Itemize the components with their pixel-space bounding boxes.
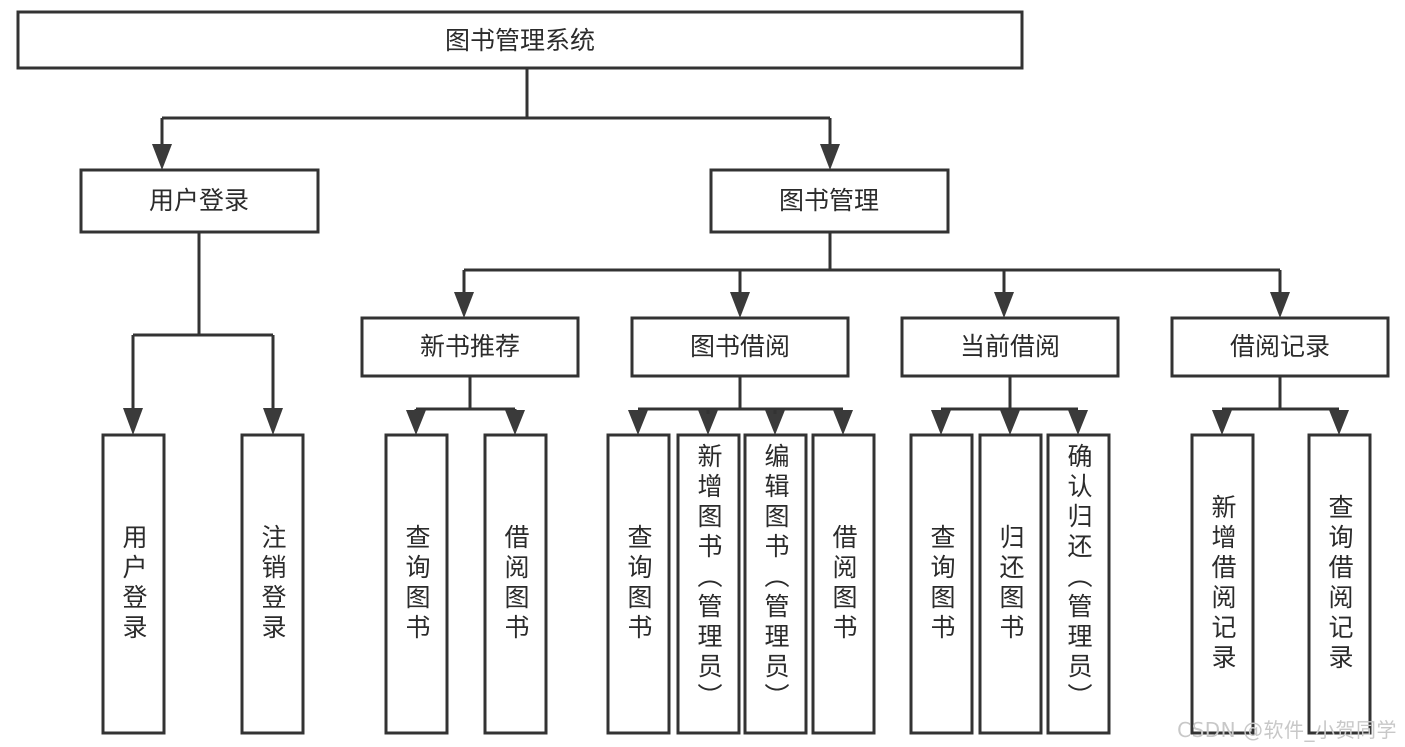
leaf-box-query-book-1[interactable] bbox=[384, 433, 449, 735]
arrow-user-login-leaf2 bbox=[263, 408, 283, 435]
leaf-boxes bbox=[101, 433, 1372, 735]
node-user-login-box[interactable] bbox=[79, 168, 320, 234]
node-borrow-record-label: 借阅记录 bbox=[1230, 332, 1330, 361]
node-borrow-record[interactable]: 借阅记录 bbox=[1170, 316, 1390, 378]
node-user-login[interactable]: 用户登录 bbox=[79, 168, 320, 234]
connectors bbox=[123, 68, 1349, 435]
node-current-borrow-label: 当前借阅 bbox=[960, 332, 1060, 361]
node-user-login-label: 用户登录 bbox=[149, 186, 249, 215]
arrow-current-borrow-leaf1 bbox=[931, 410, 951, 435]
arrow-to-borrow-record bbox=[1270, 292, 1290, 318]
node-root-box[interactable] bbox=[16, 10, 1024, 70]
arrow-new-book-leaf1 bbox=[406, 410, 426, 435]
leaf-box-logout[interactable] bbox=[240, 433, 305, 735]
leaf-box-borrow-book-1[interactable] bbox=[483, 433, 548, 735]
arrow-book-borrow-leaf4 bbox=[833, 410, 853, 435]
node-root[interactable]: 图书管理系统 bbox=[16, 10, 1024, 70]
arrow-new-book-leaf2 bbox=[505, 410, 525, 435]
node-book-borrow[interactable]: 图书借阅 bbox=[630, 316, 850, 378]
arrow-borrow-record-leaf1 bbox=[1212, 410, 1232, 435]
arrow-current-borrow-leaf3 bbox=[1068, 410, 1088, 435]
arrow-to-book-borrow bbox=[730, 292, 750, 318]
arrow-to-new-book bbox=[454, 292, 474, 318]
arrow-book-borrow-leaf1 bbox=[628, 410, 648, 435]
arrow-to-user-login bbox=[152, 144, 172, 170]
leaf-box-query-borrow-record[interactable] bbox=[1307, 433, 1372, 735]
leaf-box-confirm-return-admin[interactable] bbox=[1046, 433, 1111, 735]
node-book-manage-label: 图书管理 bbox=[779, 186, 879, 215]
node-book-manage[interactable]: 图书管理 bbox=[709, 168, 950, 234]
leaf-box-borrow-book-2[interactable] bbox=[811, 433, 876, 735]
arrow-user-login-leaf1 bbox=[123, 408, 143, 435]
arrow-borrow-record-leaf2 bbox=[1329, 410, 1349, 435]
leaf-box-add-borrow-record[interactable] bbox=[1190, 433, 1255, 735]
leaf-box-user-login[interactable] bbox=[101, 433, 166, 735]
arrow-book-borrow-leaf2 bbox=[698, 410, 718, 435]
leaf-box-return-book[interactable] bbox=[978, 433, 1043, 735]
node-book-borrow-label: 图书借阅 bbox=[690, 332, 790, 361]
arrow-to-book-manage bbox=[820, 144, 840, 170]
node-book-borrow-box[interactable] bbox=[630, 316, 850, 378]
watermark-text: CSDN @软件_小贺同学 bbox=[1177, 718, 1397, 742]
node-current-borrow[interactable]: 当前借阅 bbox=[900, 316, 1120, 378]
node-book-manage-box[interactable] bbox=[709, 168, 950, 234]
node-root-label: 图书管理系统 bbox=[445, 26, 595, 55]
leaf-box-edit-book-admin[interactable] bbox=[743, 433, 808, 735]
node-new-book-recommend[interactable]: 新书推荐 bbox=[360, 316, 580, 378]
arrow-current-borrow-leaf2 bbox=[1000, 410, 1020, 435]
node-current-borrow-box[interactable] bbox=[900, 316, 1120, 378]
leaf-box-query-book-2[interactable] bbox=[606, 433, 671, 735]
node-borrow-record-box[interactable] bbox=[1170, 316, 1390, 378]
node-new-book-recommend-label: 新书推荐 bbox=[420, 332, 520, 361]
arrow-to-current-borrow bbox=[994, 292, 1014, 318]
node-new-book-recommend-box[interactable] bbox=[360, 316, 580, 378]
leaf-box-query-book-3[interactable] bbox=[909, 433, 974, 735]
leaf-box-add-book-admin[interactable] bbox=[676, 433, 741, 735]
arrow-book-borrow-leaf3 bbox=[765, 410, 785, 435]
